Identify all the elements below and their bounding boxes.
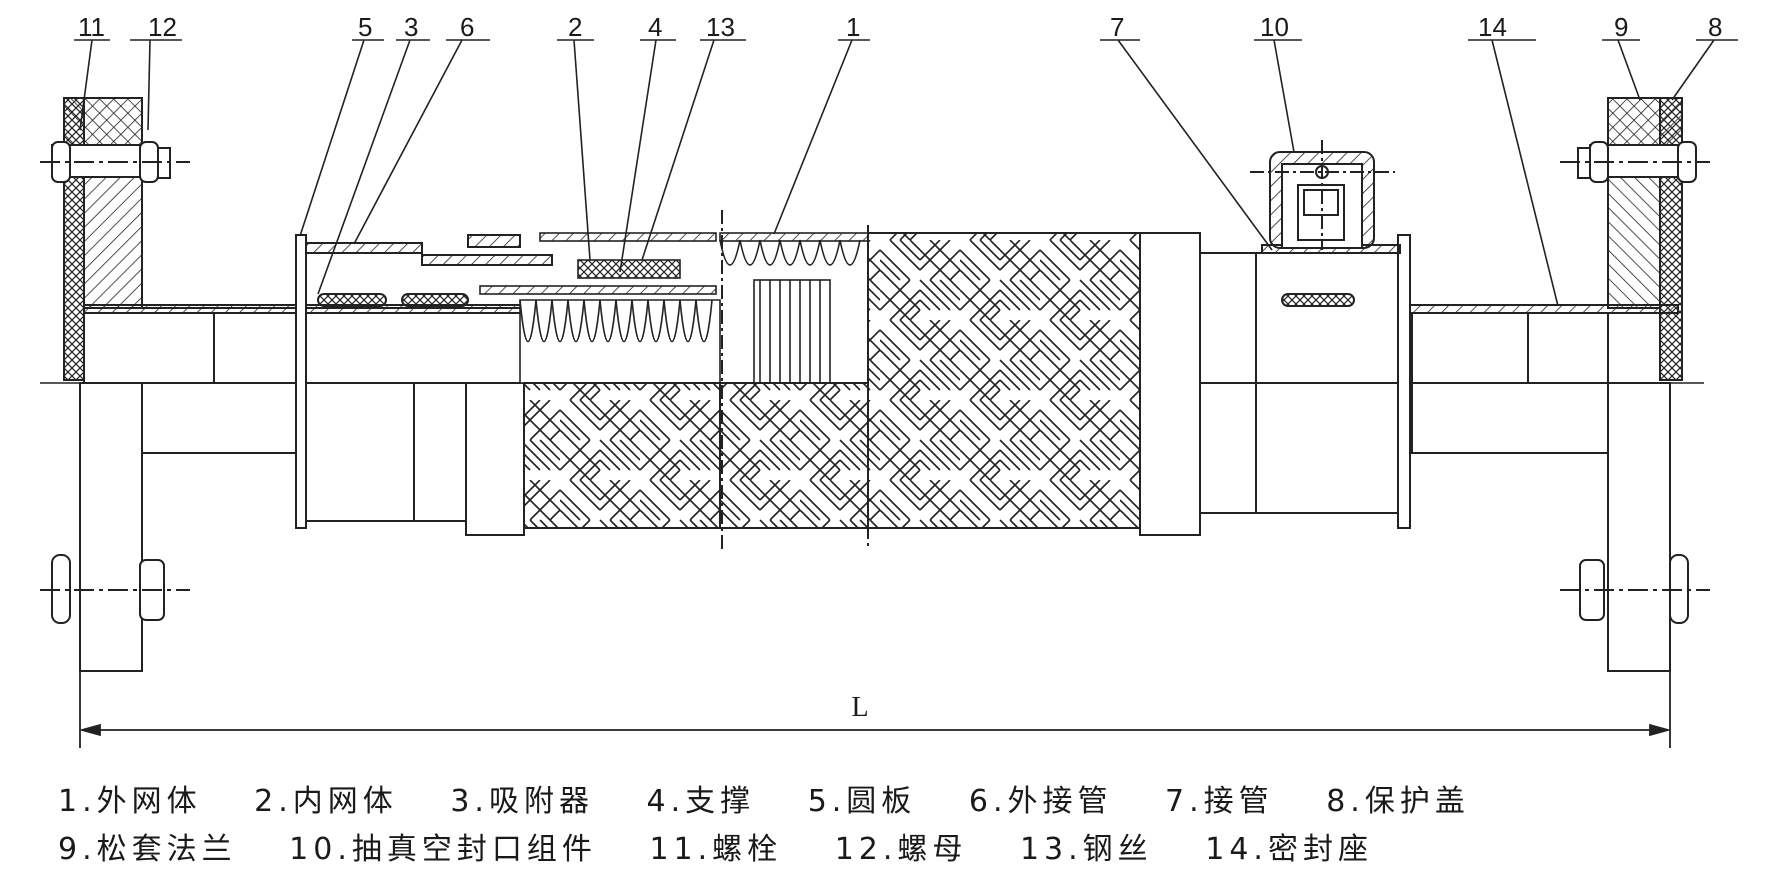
bellows (479, 232, 871, 384)
callout-5: 5 (358, 12, 372, 42)
callout-1: 1 (846, 12, 860, 42)
right-top-bolt (1560, 141, 1710, 183)
right-bottom-bolt (1560, 554, 1710, 624)
callout-11: 11 (78, 12, 105, 42)
right-body (1139, 232, 1411, 536)
legend-item: 10.抽真空封口组件 (289, 832, 597, 867)
legend-row-2: 9.松套法兰 10.抽真空封口组件 11.螺栓 12.螺母 13.钢丝 14.密… (58, 826, 1758, 874)
legend-row-1: 1.外网体 2.内网体 3.吸附器 4.支撑 5.圆板 6.外接管 7.接管 8… (58, 778, 1758, 826)
left-flange (63, 97, 143, 672)
legend-item: 5.圆板 (807, 784, 917, 819)
legend-item: 13.钢丝 (1019, 832, 1153, 867)
legend-item: 7.接管 (1165, 784, 1274, 819)
legend-item: 2.内网体 (254, 784, 398, 819)
legend-item: 6.外接管 (968, 784, 1113, 819)
callout-6: 6 (460, 12, 474, 42)
left-bottom-bolt (40, 554, 190, 624)
callout-8: 8 (1708, 12, 1722, 42)
callout-4: 4 (648, 12, 662, 42)
callout-7: 7 (1110, 12, 1124, 42)
callout-leaders (74, 39, 1738, 307)
callout-10: 10 (1260, 12, 1289, 42)
left-top-bolt (40, 141, 190, 183)
braid (523, 210, 1141, 550)
legend-item: 11.螺栓 (649, 832, 783, 867)
legend-item: 9.松套法兰 (58, 832, 237, 867)
callout-9: 9 (1614, 12, 1628, 42)
callout-13: 13 (706, 12, 735, 42)
parts-legend: 1.外网体 2.内网体 3.吸附器 4.支撑 5.圆板 6.外接管 7.接管 8… (58, 778, 1758, 874)
legend-item: 1.外网体 (58, 784, 202, 819)
legend-item: 4.支撑 (646, 784, 756, 819)
legend-item: 12.螺母 (834, 832, 968, 867)
legend-item: 8.保护盖 (1326, 784, 1470, 819)
callout-2: 2 (568, 12, 582, 42)
callout-12: 12 (148, 12, 177, 42)
vacuum-seal-assembly (1250, 140, 1395, 250)
callout-14: 14 (1478, 12, 1507, 42)
callout-numbers: 11 12 5 3 6 2 4 13 1 7 10 14 9 8 (78, 12, 1722, 42)
callout-3: 3 (404, 12, 418, 42)
dimension-line (78, 630, 1672, 748)
legend-item: 14.密封座 (1205, 832, 1373, 867)
left-pipe (83, 304, 535, 454)
legend-item: 3.吸附器 (450, 784, 594, 819)
left-body (295, 234, 553, 536)
dimension-label: L (851, 692, 868, 723)
